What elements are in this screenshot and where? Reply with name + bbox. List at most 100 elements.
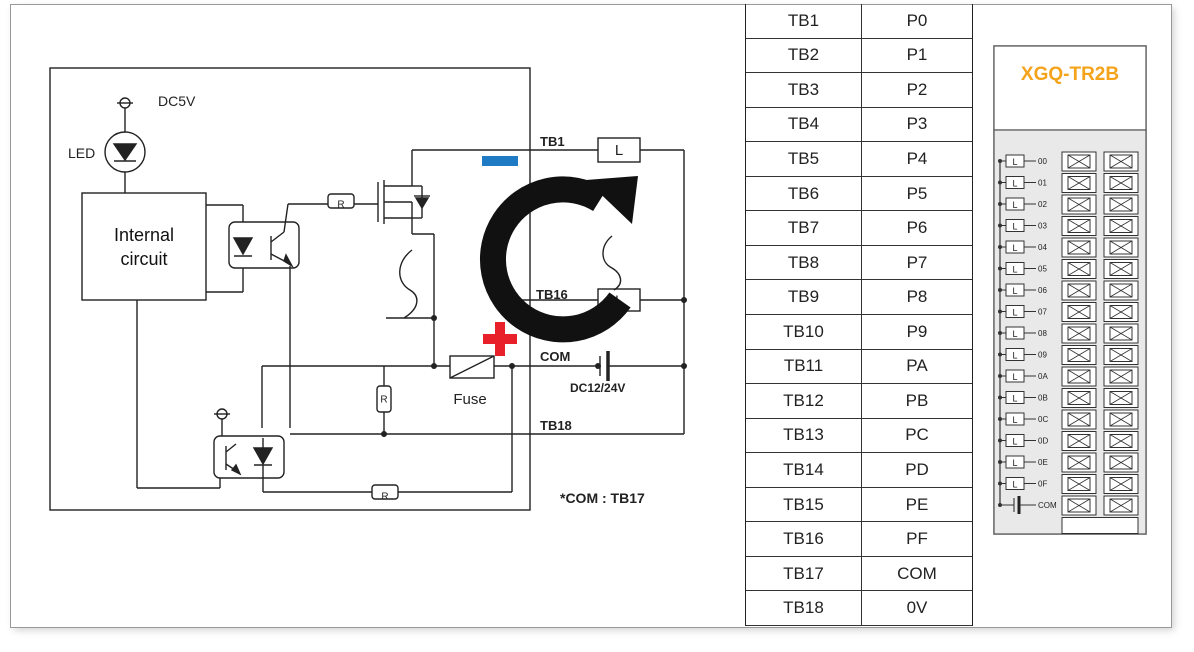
terminal-cell: TB2 bbox=[746, 38, 862, 73]
screw-terminal-icon bbox=[1103, 323, 1139, 344]
screw-terminal-icon bbox=[1103, 302, 1139, 322]
com-label: COM bbox=[540, 349, 570, 364]
supply-voltage-label: DC12/24V bbox=[570, 381, 625, 395]
module-load-label: L bbox=[1012, 265, 1017, 275]
module-channel-label: 0C bbox=[1038, 415, 1048, 424]
terminal-cell: TB9 bbox=[746, 280, 862, 314]
terminal-cell: TB5 bbox=[746, 142, 862, 176]
table-row: TB7 P6 bbox=[746, 211, 972, 246]
screw-terminal-icon bbox=[1061, 452, 1097, 473]
signal-cell: 0V bbox=[906, 598, 928, 618]
terminal-cell: TB3 bbox=[746, 73, 862, 107]
module-load-label: L bbox=[1012, 179, 1017, 189]
screw-terminal-icon bbox=[1061, 474, 1097, 494]
table-row: TB1 P0 bbox=[746, 4, 972, 39]
screw-terminal-icon bbox=[1103, 495, 1139, 516]
terminal-cell: TB8 bbox=[746, 245, 862, 280]
load-tb1-label: L bbox=[615, 142, 623, 159]
screw-terminal-icon bbox=[1061, 216, 1097, 236]
screw-terminal-icon bbox=[1061, 388, 1097, 408]
signal-cell: PB bbox=[905, 390, 929, 410]
table-row: TB3 P2 bbox=[746, 73, 972, 108]
module-channel-label: 01 bbox=[1038, 179, 1047, 188]
signal-cell: P5 bbox=[906, 183, 928, 203]
module-load-label: L bbox=[1012, 329, 1017, 339]
terminal-cell: TB1 bbox=[746, 4, 862, 38]
signal-cell: PE bbox=[905, 494, 929, 514]
screw-terminal-icon bbox=[1103, 237, 1139, 258]
tb1-label: TB1 bbox=[540, 134, 565, 149]
com-note: *COM : TB17 bbox=[560, 490, 645, 506]
tb16-label: TB16 bbox=[536, 287, 568, 302]
terminal-cell: TB14 bbox=[746, 453, 862, 487]
signal-cell: P6 bbox=[906, 218, 928, 238]
terminal-cell: TB10 bbox=[746, 315, 862, 349]
module-channel-label: 0E bbox=[1038, 458, 1048, 467]
screw-terminal-icon bbox=[1061, 194, 1097, 215]
signal-cell: P2 bbox=[906, 79, 928, 99]
module-channel-label: 00 bbox=[1038, 157, 1047, 166]
signal-cell: PA bbox=[906, 356, 928, 376]
module-load-label: L bbox=[1012, 458, 1017, 468]
led-label: LED bbox=[68, 145, 95, 161]
module-load-label: L bbox=[1012, 415, 1017, 425]
screw-terminal-icon bbox=[1103, 216, 1139, 236]
module-boundary bbox=[49, 67, 531, 511]
fuse-icon bbox=[449, 355, 495, 379]
module-load-label: L bbox=[1012, 286, 1017, 296]
screw-terminal-icon bbox=[1103, 431, 1139, 451]
module-channel-label: 0F bbox=[1038, 480, 1047, 489]
minus-polarity-icon bbox=[482, 156, 518, 166]
signal-cell: P0 bbox=[906, 10, 928, 30]
module-channel-label: 08 bbox=[1038, 329, 1047, 338]
dc5v-label: DC5V bbox=[158, 93, 196, 109]
terminal-cell: TB16 bbox=[746, 522, 862, 556]
signal-cell: PC bbox=[905, 425, 929, 445]
module-load-label: L bbox=[1012, 200, 1017, 210]
module-channel-label: 04 bbox=[1038, 243, 1047, 252]
plus-polarity-icon bbox=[483, 322, 517, 356]
module-load-label: L bbox=[1012, 308, 1017, 318]
module-load-label: L bbox=[1012, 243, 1017, 253]
table-row: TB8 P7 bbox=[746, 245, 972, 281]
module-channel-label: 0A bbox=[1038, 372, 1048, 381]
screw-terminal-icon bbox=[1061, 345, 1097, 365]
signal-cell: P7 bbox=[906, 252, 928, 272]
screw-terminal-icon bbox=[1061, 302, 1097, 322]
screw-terminal-icon bbox=[1061, 323, 1097, 344]
screw-terminal-icon bbox=[1061, 409, 1097, 430]
module-load-label: L bbox=[1012, 394, 1017, 404]
screw-terminal-icon bbox=[1061, 431, 1097, 451]
module-channel-label: 09 bbox=[1038, 351, 1047, 360]
gate-resistor-icon bbox=[327, 193, 355, 209]
screw-terminal-icon bbox=[1103, 173, 1139, 193]
surge-wave-icon bbox=[399, 249, 418, 319]
screw-terminal-icon bbox=[1103, 345, 1139, 365]
output-photocoupler-icon bbox=[228, 221, 300, 269]
terminal-cell: TB7 bbox=[746, 211, 862, 245]
screw-terminal-icon bbox=[1061, 151, 1097, 172]
gate-resistor-label: R bbox=[337, 200, 344, 211]
input-photocoupler-icon bbox=[213, 435, 285, 479]
screw-terminal-icon bbox=[1103, 388, 1139, 408]
terminal-cell: TB17 bbox=[746, 556, 862, 591]
module-channel-label: 05 bbox=[1038, 265, 1047, 274]
sense-resistor-label: R bbox=[381, 492, 388, 503]
module-load-label: L bbox=[1012, 437, 1017, 447]
tb18-label: TB18 bbox=[540, 418, 572, 433]
module-channel-label: 0B bbox=[1038, 394, 1048, 403]
signal-cell: P4 bbox=[906, 148, 928, 168]
module-load-label: L bbox=[1012, 372, 1017, 382]
screw-terminal-icon bbox=[1103, 366, 1139, 387]
current-flow-arrow-icon bbox=[480, 176, 638, 343]
